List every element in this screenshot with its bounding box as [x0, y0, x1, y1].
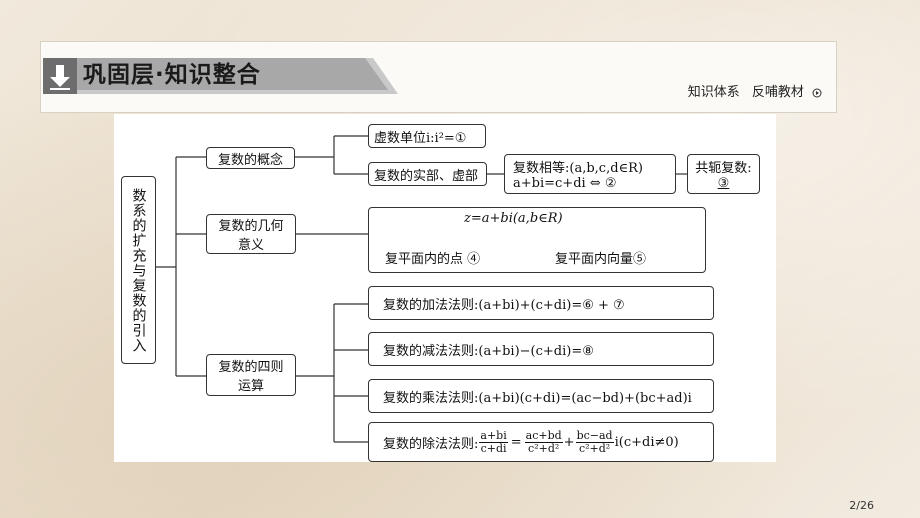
equality-line2: a+bi=c+di ⇔ ②: [513, 176, 617, 191]
conjugate-line1: 共轭复数:: [695, 161, 752, 176]
frac2-denominator: c²+d²: [528, 441, 560, 455]
division-tail: i(c+di≠0): [614, 434, 679, 450]
frac1-numerator: a+bi: [479, 428, 508, 443]
geometry-vector: 复平面内向量⑤: [555, 252, 647, 267]
frac1-denominator: c+di: [480, 441, 507, 455]
conjugate-line2: ③: [717, 176, 730, 191]
frac3-denominator: c²+d²: [578, 441, 611, 455]
node-multiplication: 复数的乘法法则:(a+bi)(c+di)=(ac−bd)+(bc+ad)i: [368, 379, 714, 413]
node-addition: 复数的加法法则:(a+bi)+(c+di)=⑥ + ⑦: [368, 286, 714, 320]
page-title: 巩固层·知识整合: [83, 62, 261, 88]
node-imaginary-unit: 虚数单位i:i²=①: [368, 124, 486, 148]
branch-operations: 复数的四则运算: [206, 354, 296, 396]
title-ribbon: [43, 58, 398, 94]
branch-geometry: 复数的几何意义: [206, 214, 296, 254]
node-real-imag-parts: 复数的实部、虚部: [368, 162, 487, 186]
node-geometry-detail: z=a+bi(a,b∈R) 复平面内的点 ④ 复平面内向量⑤: [368, 207, 706, 273]
division-fraction-2: ac+bd c²+d²: [524, 428, 563, 455]
geometry-point: 复平面内的点 ④: [385, 252, 481, 267]
page-number: 2/26: [849, 499, 874, 512]
equality-line1: 复数相等:(a,b,c,d∈R): [513, 161, 644, 176]
division-label: 复数的除法法则:: [383, 436, 479, 452]
node-division: 复数的除法法则: a+bi c+di = ac+bd c²+d² + bc−ad…: [368, 422, 714, 462]
frac2-numerator: ac+bd: [524, 428, 563, 443]
diagram-panel: 数系的扩充与复数的引入 复数的概念 复数的几何意义 复数的四则运算 虚数单位i:…: [114, 114, 776, 462]
root-node: 数系的扩充与复数的引入: [121, 176, 156, 364]
equals-sign: =: [510, 434, 522, 450]
down-arrow-icon: [50, 65, 70, 90]
division-fraction-3: bc−ad c²+d²: [575, 428, 614, 455]
node-conjugate: 共轭复数: ③: [687, 154, 760, 194]
circle-arrow-icon: [812, 88, 822, 97]
division-fraction-1: a+bi c+di: [479, 428, 508, 455]
header-banner: 巩固层·知识整合 知识体系 反哺教材: [40, 41, 837, 113]
plus-sign: +: [563, 434, 575, 450]
nav-textbook[interactable]: 反哺教材: [751, 85, 804, 100]
title-bar: 巩固层·知识整合: [43, 58, 398, 94]
branch-concept: 复数的概念: [206, 147, 295, 169]
header-nav: 知识体系 反哺教材: [680, 81, 822, 100]
frac3-numerator: bc−ad: [575, 428, 614, 443]
node-equality: 复数相等:(a,b,c,d∈R) a+bi=c+di ⇔ ②: [504, 154, 676, 194]
nav-knowledge-system[interactable]: 知识体系: [687, 85, 740, 100]
node-subtraction: 复数的减法法则:(a+bi)−(c+di)=⑧: [368, 332, 714, 366]
geometry-z: z=a+bi(a,b∈R): [464, 211, 563, 226]
